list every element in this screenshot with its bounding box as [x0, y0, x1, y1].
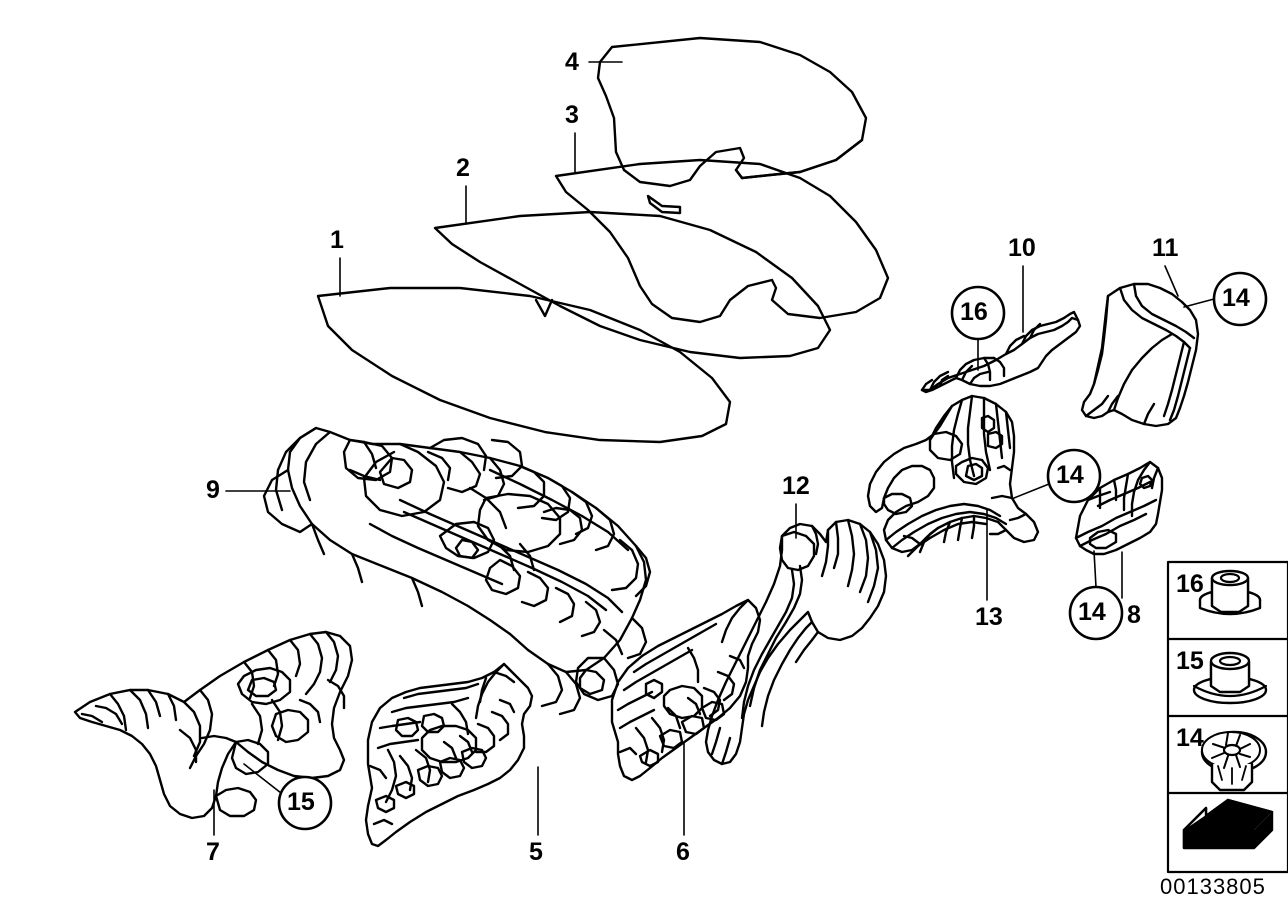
legend-icon-hex-nut-flange-sleeve — [1198, 569, 1262, 616]
part-13-shape — [866, 394, 1040, 558]
circle-callout-label-14-a: 14 — [1222, 284, 1250, 312]
callout-label-1: 1 — [330, 226, 344, 254]
part-6-shape — [610, 598, 762, 782]
callout-label-6: 6 — [676, 838, 690, 866]
circle-callout-rings — [277, 271, 1268, 831]
legend-icon-hex-nut-large-washer — [1192, 651, 1268, 705]
circle-callout-label-16-a: 16 — [960, 298, 988, 326]
part-11-shape — [1080, 282, 1200, 428]
callout-label-13: 13 — [975, 603, 1003, 631]
part-5-shape — [364, 662, 534, 848]
callout-label-9: 9 — [206, 476, 220, 504]
diagram-id-label: 00133805 — [1160, 874, 1266, 899]
callout-label-12: 12 — [782, 472, 810, 500]
legend-icon-direction-arrow-3d — [1182, 798, 1274, 850]
leader-lines — [213, 61, 1215, 836]
legend-label-16: 16 — [1176, 570, 1204, 598]
part-9-shape — [262, 426, 652, 716]
circle-callout-label-15-a: 15 — [287, 788, 315, 816]
legend-label-15: 15 — [1176, 647, 1204, 675]
callout-label-4: 4 — [565, 48, 579, 76]
callout-label-10: 10 — [1008, 234, 1036, 262]
callout-label-8: 8 — [1127, 601, 1141, 629]
callout-label-7: 7 — [206, 838, 220, 866]
part-3-shape — [554, 158, 890, 324]
legend-label-14: 14 — [1176, 724, 1204, 752]
callout-label-2: 2 — [456, 154, 470, 182]
callout-label-11: 11 — [1152, 234, 1179, 262]
callout-label-3: 3 — [565, 101, 579, 129]
part-10-shape — [920, 310, 1082, 394]
circle-callout-label-14-c: 14 — [1078, 598, 1106, 626]
part-2-shape — [433, 210, 832, 360]
part-8-shape — [1074, 460, 1164, 556]
legend-icon-plastic-expanding-rivet — [1200, 730, 1268, 792]
part-1-shape — [316, 286, 732, 444]
part-12-shape — [704, 518, 888, 766]
circle-callout-label-14-b: 14 — [1056, 461, 1084, 489]
callout-label-5: 5 — [529, 838, 543, 866]
part-7-shape — [73, 630, 354, 820]
